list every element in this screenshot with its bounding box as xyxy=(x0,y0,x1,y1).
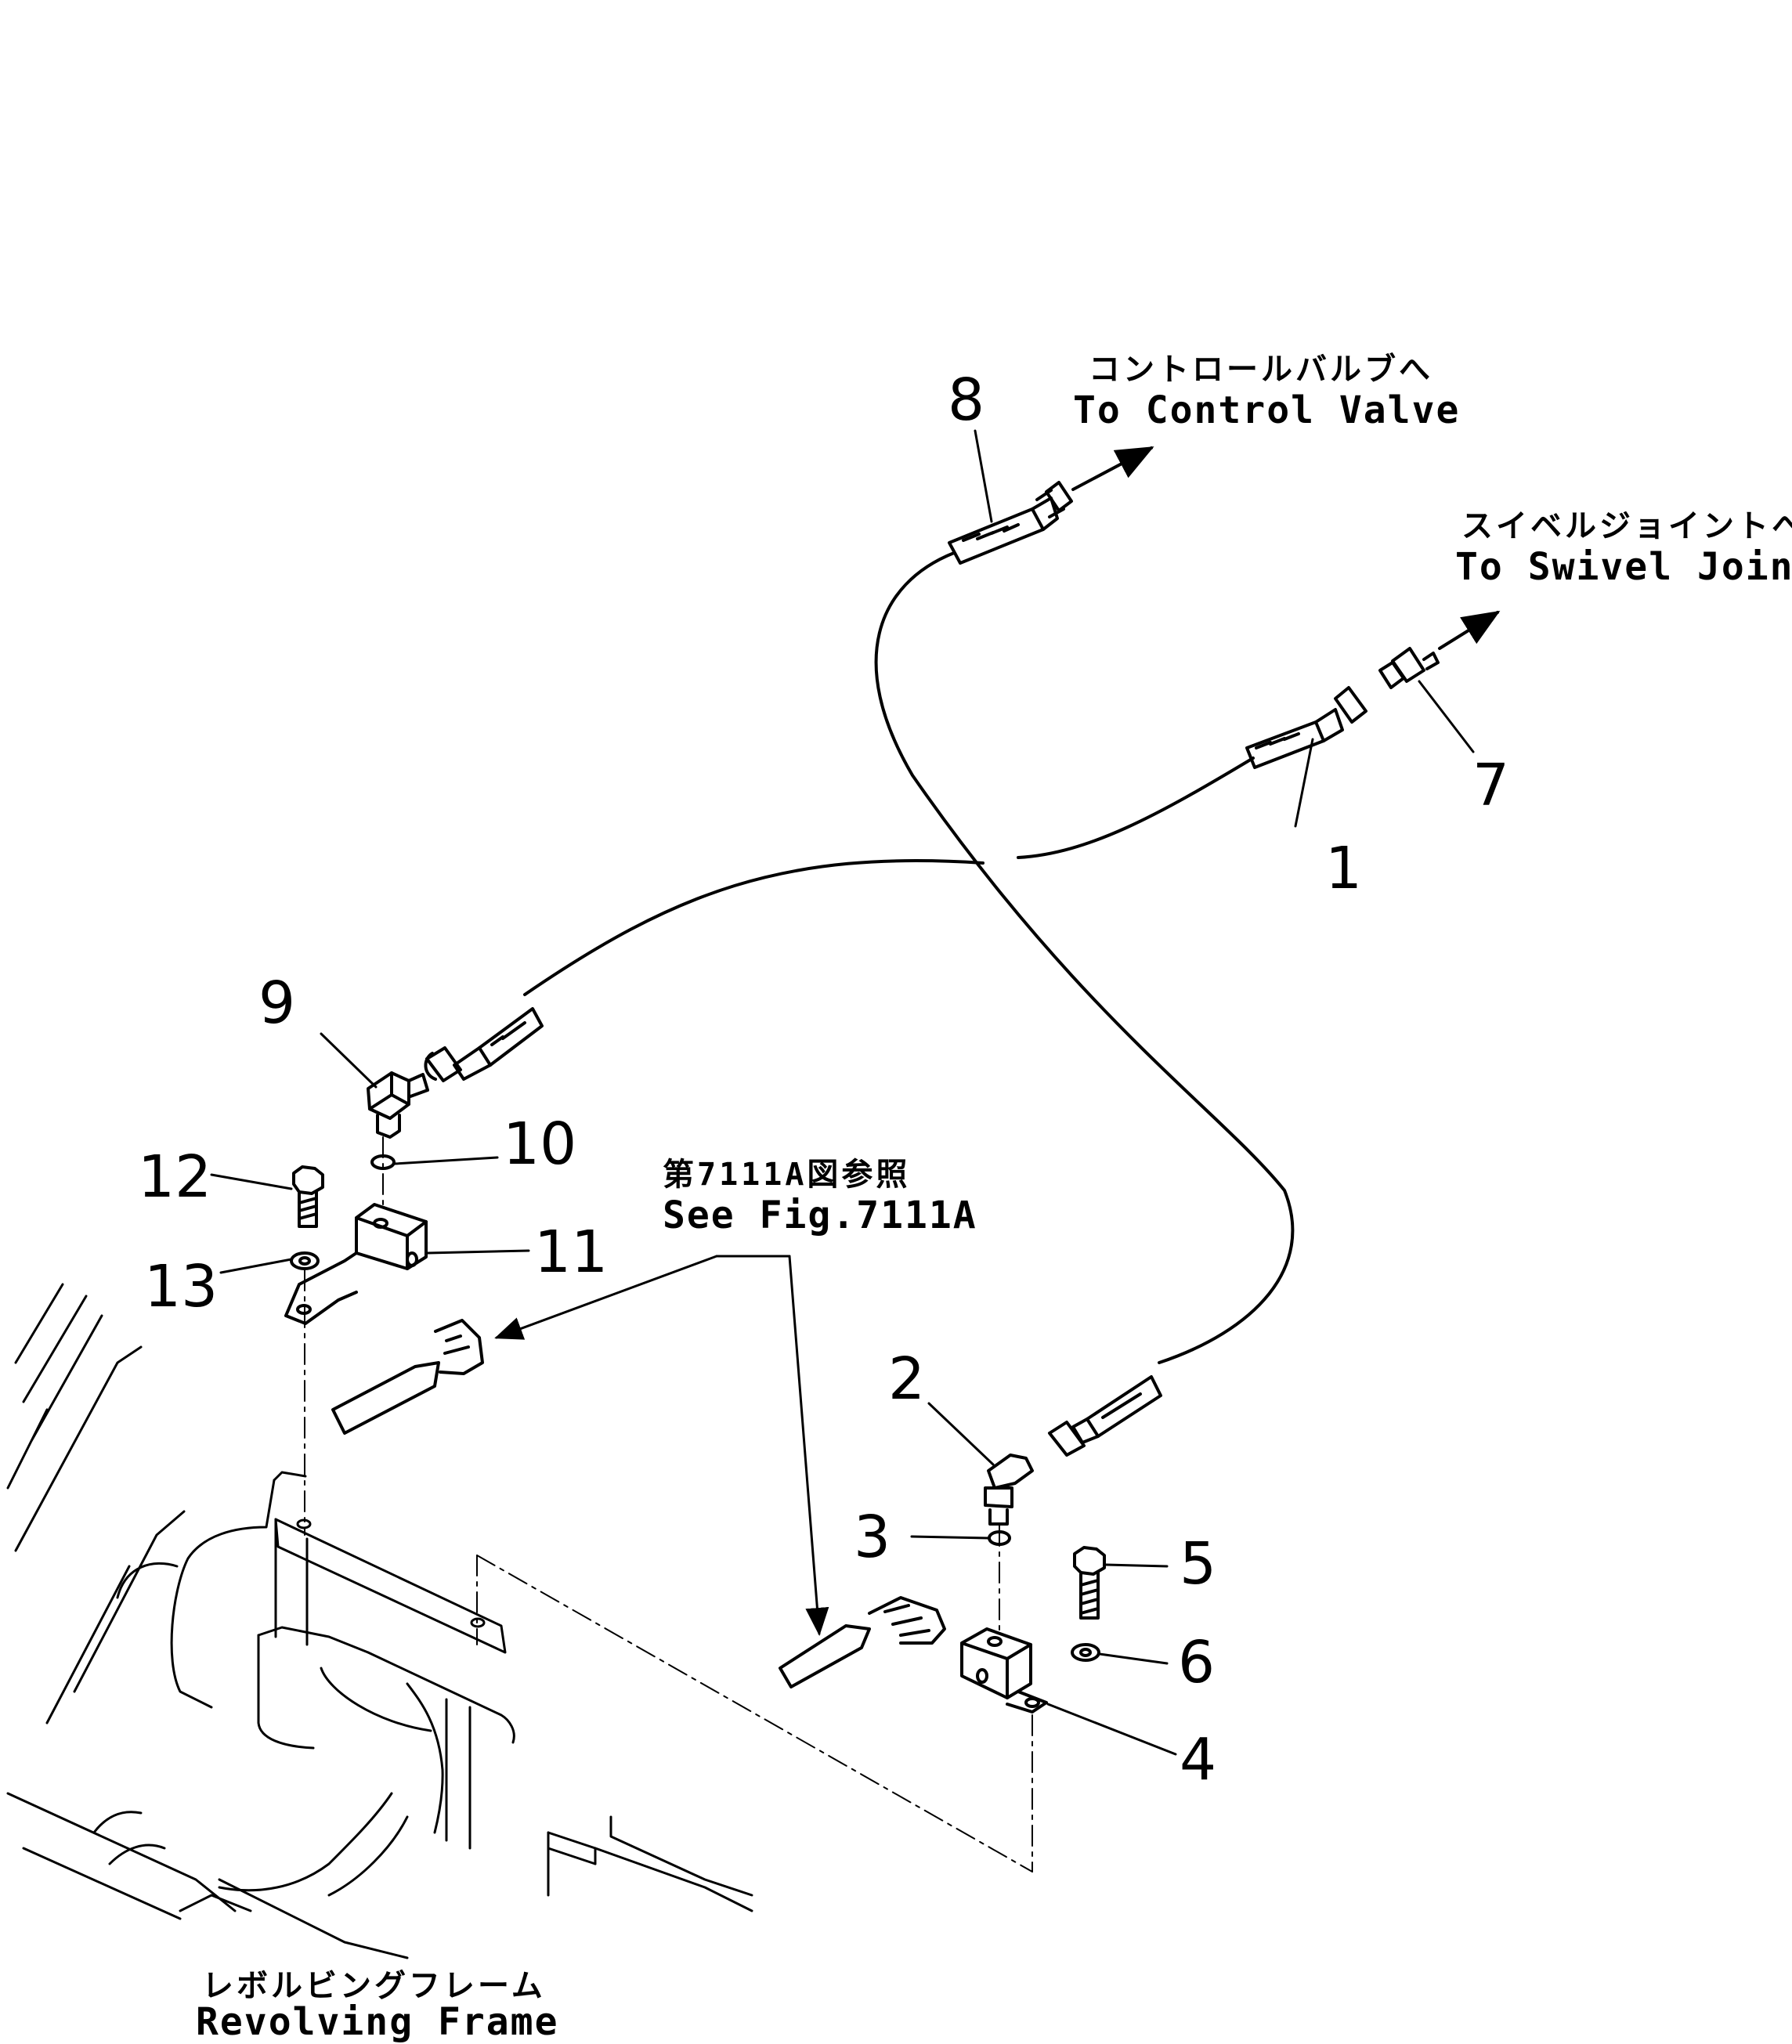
hose-1-to-9 xyxy=(523,757,1255,996)
part-label-9: 9 xyxy=(258,970,296,1037)
hose-8-to-2 xyxy=(874,551,1295,1364)
elbow-fitting-2 xyxy=(984,1454,1034,1526)
part-label-2: 2 xyxy=(888,1345,926,1413)
hose-reference-right xyxy=(779,1596,946,1688)
hose-reference-left xyxy=(331,1319,484,1435)
washer-13 xyxy=(290,1251,320,1270)
block-11 xyxy=(284,1203,428,1325)
part-label-4: 4 xyxy=(1180,1726,1217,1793)
part-label-5: 5 xyxy=(1180,1530,1217,1598)
arrow-to-control-valve xyxy=(1071,446,1154,491)
part-label-13: 13 xyxy=(144,1253,219,1320)
part-label-11: 11 xyxy=(534,1219,609,1286)
hose-end-1 xyxy=(1245,686,1367,769)
center-lines xyxy=(304,1136,1033,1872)
callout-swivel-joint-en: To Swivel Joint xyxy=(1455,545,1792,589)
hose-end-near-2 xyxy=(1048,1375,1162,1457)
part-label-7: 7 xyxy=(1472,752,1510,819)
part-label-1: 1 xyxy=(1325,835,1363,902)
callout-control-valve-jp: コントロールバルブへ xyxy=(1089,352,1433,388)
part-label-10: 10 xyxy=(503,1110,577,1178)
block-4 xyxy=(960,1627,1048,1714)
bolt-5 xyxy=(1073,1546,1106,1620)
elbow-fitting-9 xyxy=(367,1071,429,1139)
callout-control-valve-en: To Control Valve xyxy=(1073,388,1461,432)
callout-swivel-joint-jp: スイベルジョイントへ xyxy=(1461,508,1792,544)
callout-see-fig-jp: 第7111A図参照 xyxy=(663,1157,911,1193)
revolving-frame xyxy=(6,1283,753,1959)
fitting-7 xyxy=(1378,647,1440,689)
hose-end-near-9 xyxy=(424,1007,544,1082)
callout-see-fig-en: See Fig.7111A xyxy=(663,1194,977,1237)
hose-end-8 xyxy=(948,481,1073,565)
part-label-12: 12 xyxy=(138,1143,212,1211)
callout-revolving-frame-en: Revolving Frame xyxy=(196,2000,559,2044)
washer-6 xyxy=(1071,1643,1100,1662)
part-label-3: 3 xyxy=(854,1504,891,1571)
arrow-to-swivel-joint xyxy=(1438,610,1501,650)
part-label-8: 8 xyxy=(948,367,985,434)
part-label-6: 6 xyxy=(1178,1629,1216,1696)
leader-lines xyxy=(210,429,1475,1756)
bolt-12 xyxy=(292,1165,324,1228)
callout-revolving-frame-jp: レボルビングフレーム xyxy=(202,1968,546,2004)
